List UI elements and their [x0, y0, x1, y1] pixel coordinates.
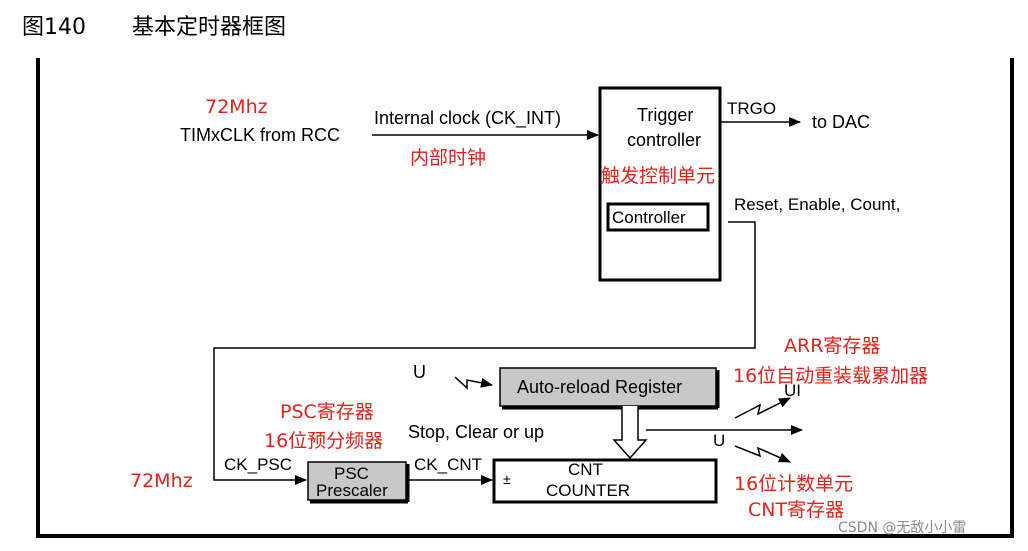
cnt-register-cn: CNT寄存器	[748, 499, 844, 521]
u-output-arrow	[734, 445, 791, 463]
timxclk-label: TIMxCLK from RCC	[180, 125, 340, 145]
u-output-label: U	[713, 431, 725, 450]
controller-inner-label: Controller	[612, 208, 686, 227]
control-signals-label: Reset, Enable, Count,	[734, 195, 900, 214]
psc-desc-cn: 16位预分频器	[264, 430, 383, 452]
psc-prescaler-box	[307, 461, 407, 501]
source-frequency: 72Mhz	[205, 96, 268, 118]
psc-register-cn: PSC寄存器	[280, 401, 374, 423]
trgo-label: TRGO	[727, 99, 776, 118]
ui-output-label: UI	[784, 381, 801, 400]
internal-clock-cn: 内部时钟	[410, 147, 486, 169]
arr-register-cn: ARR寄存器	[784, 335, 880, 357]
psc-label-2: Prescaler	[316, 481, 388, 500]
counter-label-1: CNT	[568, 460, 603, 479]
psc-label-1: PSC	[334, 464, 369, 483]
counter-direction-symbol: ±	[503, 471, 511, 487]
controller-inner-box	[606, 202, 710, 232]
stop-clear-label: Stop, Clear or up	[408, 422, 544, 442]
ck-cnt-label: CK_CNT	[414, 455, 482, 474]
ck-psc-path	[213, 221, 756, 485]
ui-output-arrow	[734, 397, 791, 419]
u-input-label: U	[413, 362, 426, 382]
watermark: CSDN @无敌小小雷	[838, 520, 966, 536]
cnt-counter-box	[492, 458, 718, 504]
auto-reload-register-box	[499, 367, 717, 407]
counter-label-2: COUNTER	[546, 481, 630, 500]
figure-number: 图140	[22, 15, 86, 40]
u-input-arrow	[454, 376, 493, 390]
auto-reload-label: Auto-reload Register	[517, 377, 682, 397]
arr-to-counter-arrow	[612, 406, 648, 460]
trigger-title-2: controller	[627, 130, 701, 150]
trigger-title-1: Trigger	[637, 105, 693, 125]
trigger-controller-box	[598, 86, 722, 282]
diagram-frame	[36, 58, 1014, 538]
ck-psc-label: CK_PSC	[224, 455, 292, 474]
counter-unit-cn: 16位计数单元	[734, 473, 853, 495]
trigger-controller-cn: 触发控制单元	[601, 165, 715, 187]
psc-input-frequency: 72Mhz	[130, 470, 193, 492]
to-dac-label: to DAC	[812, 112, 870, 132]
internal-clock-label: Internal clock (CK_INT)	[374, 108, 561, 129]
figure-title: 基本定时器框图	[132, 15, 286, 40]
arr-register-desc-cn: 16位自动重装载累加器	[733, 365, 928, 387]
